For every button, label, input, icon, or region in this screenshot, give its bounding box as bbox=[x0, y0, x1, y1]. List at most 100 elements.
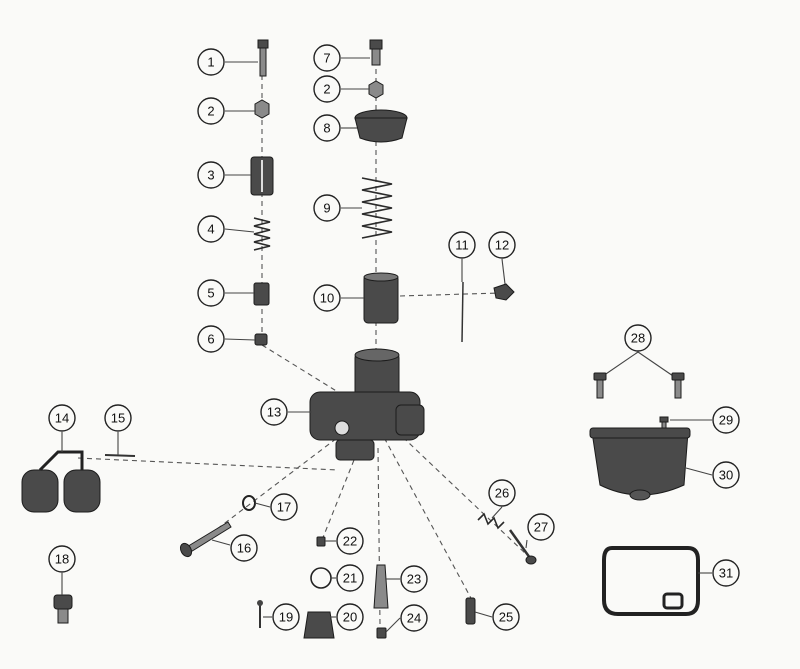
parts bbox=[21, 39, 700, 639]
callout-1: 1 bbox=[197, 48, 225, 76]
callout-4: 4 bbox=[197, 215, 225, 243]
pin-part-19 bbox=[257, 600, 263, 628]
nut-part-2-left bbox=[254, 99, 270, 119]
gasket-part-31 bbox=[602, 546, 700, 616]
callout-14-label: 14 bbox=[55, 411, 69, 426]
float-bowl-part-30 bbox=[589, 427, 691, 501]
callout-24-label: 24 bbox=[407, 611, 421, 626]
callout-5: 5 bbox=[197, 279, 225, 307]
nut-part-6 bbox=[254, 333, 268, 346]
callout-10-label: 10 bbox=[320, 291, 334, 306]
callout-24: 24 bbox=[400, 604, 428, 632]
callout-15: 15 bbox=[104, 404, 132, 432]
callout-7: 7 bbox=[313, 44, 341, 72]
callout-18-label: 18 bbox=[55, 552, 69, 567]
washer-part-21 bbox=[310, 567, 332, 589]
pin-part-15 bbox=[104, 454, 136, 457]
float-part-14 bbox=[21, 450, 101, 513]
callout-17-label: 17 bbox=[277, 500, 291, 515]
callout-31: 31 bbox=[712, 559, 740, 587]
o-ring-part-17 bbox=[242, 495, 256, 511]
callout-9: 9 bbox=[313, 194, 341, 222]
callout-21: 21 bbox=[336, 564, 364, 592]
throttle-slide-part-10 bbox=[363, 272, 399, 324]
callout-15-label: 15 bbox=[111, 411, 125, 426]
callout-20: 20 bbox=[336, 603, 364, 631]
leader-lines bbox=[61, 57, 713, 633]
screw-part-27 bbox=[508, 529, 537, 565]
idle-screw-line bbox=[389, 424, 528, 556]
callout-6-label: 6 bbox=[207, 332, 214, 347]
screw-part-29 bbox=[659, 416, 669, 430]
callout-17: 17 bbox=[270, 493, 298, 521]
callout-10: 10 bbox=[313, 284, 341, 312]
callout-3-label: 3 bbox=[207, 168, 214, 183]
spring-part-9 bbox=[361, 177, 393, 239]
callout-2-right: 2 bbox=[313, 75, 341, 103]
assembly-lines bbox=[77, 60, 528, 626]
fitting-part-18 bbox=[53, 594, 73, 624]
jet-holder-part-20 bbox=[303, 611, 335, 639]
callout-13-label: 13 bbox=[267, 405, 281, 420]
callout-6: 6 bbox=[197, 325, 225, 353]
parts-21-22-line bbox=[321, 444, 361, 541]
callout-13: 13 bbox=[260, 398, 288, 426]
gasket-notch bbox=[662, 592, 684, 610]
callout-19-label: 19 bbox=[279, 610, 293, 625]
main-jet-part-24 bbox=[376, 627, 387, 639]
adjuster-part-3 bbox=[250, 156, 274, 196]
callout-30-label: 30 bbox=[719, 468, 733, 483]
callout-25: 25 bbox=[492, 603, 520, 631]
callout-20-label: 20 bbox=[343, 610, 357, 625]
callout-16: 16 bbox=[230, 534, 258, 562]
screw-part-1 bbox=[257, 39, 269, 77]
callout-26-label: 26 bbox=[495, 486, 509, 501]
screw-part-16 bbox=[179, 521, 232, 558]
callout-28: 28 bbox=[624, 324, 652, 352]
callout-18: 18 bbox=[48, 545, 76, 573]
needle-part-11 bbox=[461, 281, 464, 343]
float-line bbox=[77, 457, 339, 471]
screw-part-7 bbox=[369, 39, 383, 66]
callout-7-label: 7 bbox=[323, 51, 330, 66]
callout-22-label: 22 bbox=[343, 534, 357, 549]
callout-14: 14 bbox=[48, 404, 76, 432]
callout-4-label: 4 bbox=[207, 222, 214, 237]
spring-part-4 bbox=[253, 217, 271, 251]
pilot-jet-part-25 bbox=[465, 597, 476, 625]
callout-12-label: 12 bbox=[495, 238, 509, 253]
callout-29-label: 29 bbox=[719, 413, 733, 428]
spring-part-26 bbox=[477, 512, 505, 530]
callout-30: 30 bbox=[712, 461, 740, 489]
left-stack-to-body-line bbox=[261, 344, 339, 393]
carburetor-body-part-13 bbox=[309, 348, 425, 461]
jet-part-22 bbox=[316, 536, 326, 547]
callout-8-label: 8 bbox=[323, 121, 330, 136]
callout-3: 3 bbox=[197, 161, 225, 189]
callout-22: 22 bbox=[336, 527, 364, 555]
callouts: 1 2 3 4 5 6 7 2 8 9 10 11 12 13 14 15 16… bbox=[48, 44, 740, 632]
needle-jet-part-23 bbox=[373, 564, 389, 609]
screws-part-28 bbox=[593, 351, 685, 399]
callout-16-label: 16 bbox=[237, 541, 251, 556]
callout-2-left: 2 bbox=[197, 97, 225, 125]
callout-29: 29 bbox=[712, 406, 740, 434]
clip-part-12 bbox=[493, 283, 515, 301]
callout-2-right-label: 2 bbox=[323, 82, 330, 97]
callout-8: 8 bbox=[313, 114, 341, 142]
callout-12: 12 bbox=[488, 231, 516, 259]
callout-2-left-label: 2 bbox=[207, 104, 214, 119]
callout-1-label: 1 bbox=[207, 55, 214, 70]
cap-part-8 bbox=[354, 109, 408, 143]
callout-25-label: 25 bbox=[499, 610, 513, 625]
callout-26: 26 bbox=[488, 479, 516, 507]
callout-31-label: 31 bbox=[719, 566, 733, 581]
callout-21-label: 21 bbox=[343, 571, 357, 586]
callout-27: 27 bbox=[527, 513, 555, 541]
nut-part-2-right bbox=[368, 80, 384, 99]
needle-clip-line bbox=[399, 292, 501, 297]
callout-28-label: 28 bbox=[631, 331, 645, 346]
callout-23: 23 bbox=[400, 565, 428, 593]
